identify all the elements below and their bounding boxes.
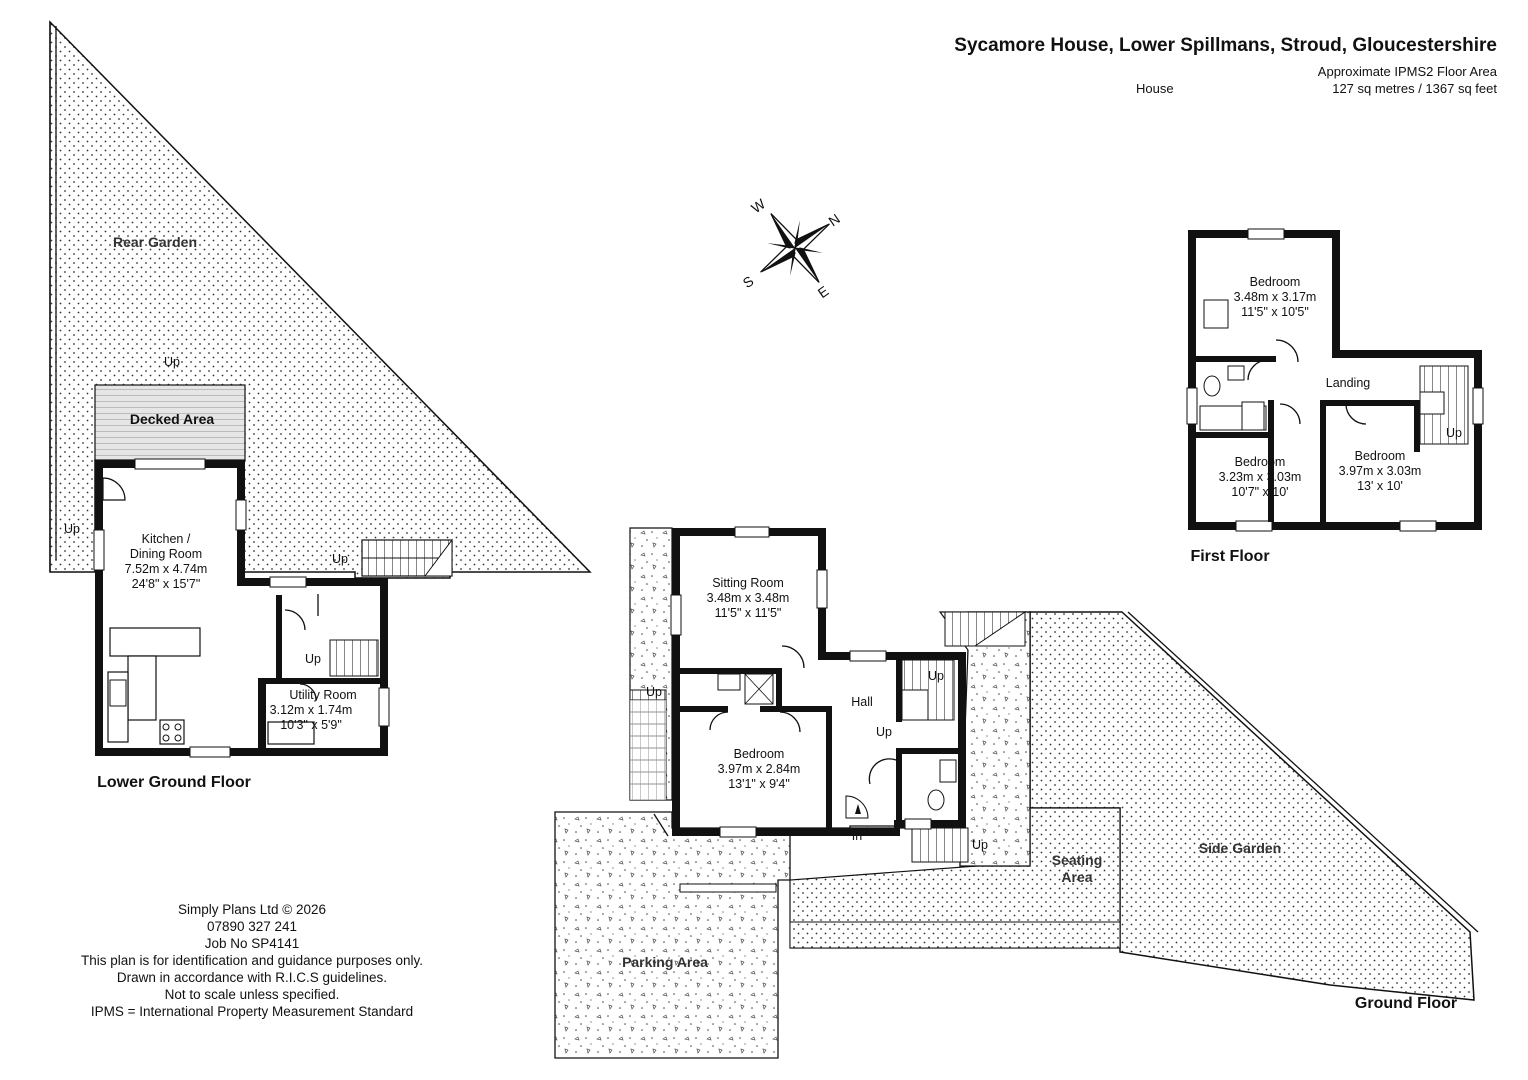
compass-w: W	[748, 195, 769, 216]
landing-name: Landing	[1326, 376, 1371, 390]
footer-job-number: Job No SP4141	[205, 936, 300, 951]
kitchen-name-1: Kitchen /	[142, 532, 191, 546]
bedroom-first-top-imperial: 11'5" x 10'5"	[1241, 305, 1309, 319]
kitchen-metric: 7.52m x 4.74m	[125, 562, 208, 576]
area-value: 127 sq metres / 1367 sq feet	[1332, 81, 1497, 96]
ground-floor	[554, 526, 1479, 1059]
bedroom-ground-metric: 3.97m x 2.84m	[718, 762, 801, 776]
compass-s: S	[740, 273, 757, 291]
plan-title: Sycamore House, Lower Spillmans, Stroud,…	[954, 35, 1497, 56]
bedroom-first-right-imperial: 13' x 10'	[1357, 479, 1403, 493]
side-garden-label: Side Garden	[1199, 840, 1281, 856]
sitting-room-name: Sitting Room	[712, 576, 784, 590]
up-label-hall: Up	[928, 669, 944, 683]
bedroom-first-right-metric: 3.97m x 3.03m	[1339, 464, 1422, 478]
up-label-front-steps: Up	[972, 838, 988, 852]
footer-scale: Not to scale unless specified.	[165, 987, 340, 1002]
up-label-garden-steps: Up	[332, 552, 348, 566]
bedroom-first-left-metric: 3.23m x 3.03m	[1219, 470, 1302, 484]
seating-area-label-1: Seating	[1052, 852, 1103, 868]
bedroom-first-left-name: Bedroom	[1235, 455, 1286, 469]
sitting-room-imperial: 11'5" x 11'5"	[715, 606, 782, 620]
ground-floor-label: Ground Floor	[1355, 995, 1457, 1012]
hall-name: Hall	[851, 695, 873, 709]
footer-ipms: IPMS = International Property Measuremen…	[91, 1004, 413, 1019]
up-label-side: Up	[64, 522, 80, 536]
parking-area-label: Parking Area	[622, 954, 708, 970]
rear-garden-area	[49, 20, 592, 579]
up-label-first: Up	[1446, 426, 1462, 440]
utility-name: Utility Room	[289, 688, 356, 702]
compass-rose-icon	[760, 213, 830, 283]
bedroom-ground-name: Bedroom	[734, 747, 785, 761]
footer-company: Simply Plans Ltd © 2026	[178, 902, 326, 917]
footer-notes: Simply Plans Ltd © 2026 07890 327 241 Jo…	[81, 902, 423, 1019]
bedroom-first-right-name: Bedroom	[1355, 449, 1406, 463]
area-label: House	[1136, 81, 1174, 96]
seating-area-label-2: Area	[1061, 869, 1092, 885]
footer-disclaimer: This plan is for identification and guid…	[81, 953, 423, 968]
kitchen-imperial: 24'8" x 15'7"	[132, 577, 201, 591]
area-heading: Approximate IPMS2 Floor Area	[1318, 64, 1498, 79]
footer-phone: 07890 327 241	[207, 919, 297, 934]
sitting-room-metric: 3.48m x 3.48m	[707, 591, 790, 605]
decked-area	[94, 384, 246, 461]
bedroom-first-top-metric: 3.48m x 3.17m	[1234, 290, 1317, 304]
up-label-internal: Up	[305, 652, 321, 666]
kitchen-name-2: Dining Room	[130, 547, 202, 561]
bedroom-first-left-imperial: 10'7" x 10'	[1231, 485, 1288, 499]
lower-ground-floor	[49, 20, 592, 758]
utility-imperial: 10'3" x 5'9"	[280, 718, 342, 732]
in-label: In	[852, 829, 862, 843]
decked-area-label: Decked Area	[130, 411, 215, 427]
first-floor-label: First Floor	[1190, 548, 1269, 565]
bedroom-ground-imperial: 13'1" x 9'4"	[728, 777, 790, 791]
compass-n: N	[825, 210, 842, 229]
up-label-path: Up	[646, 685, 662, 699]
first-floor	[1186, 228, 1484, 532]
bedroom-first-top-name: Bedroom	[1250, 275, 1301, 289]
lower-ground-floor-label: Lower Ground Floor	[97, 774, 251, 791]
compass-e: E	[815, 283, 832, 301]
up-label-hall-2: Up	[876, 725, 892, 739]
utility-metric: 3.12m x 1.74m	[270, 703, 353, 717]
footer-rics: Drawn in accordance with R.I.C.S guideli…	[117, 970, 387, 985]
rear-garden-label: Rear Garden	[113, 234, 197, 250]
up-label-deck: Up	[164, 355, 180, 369]
